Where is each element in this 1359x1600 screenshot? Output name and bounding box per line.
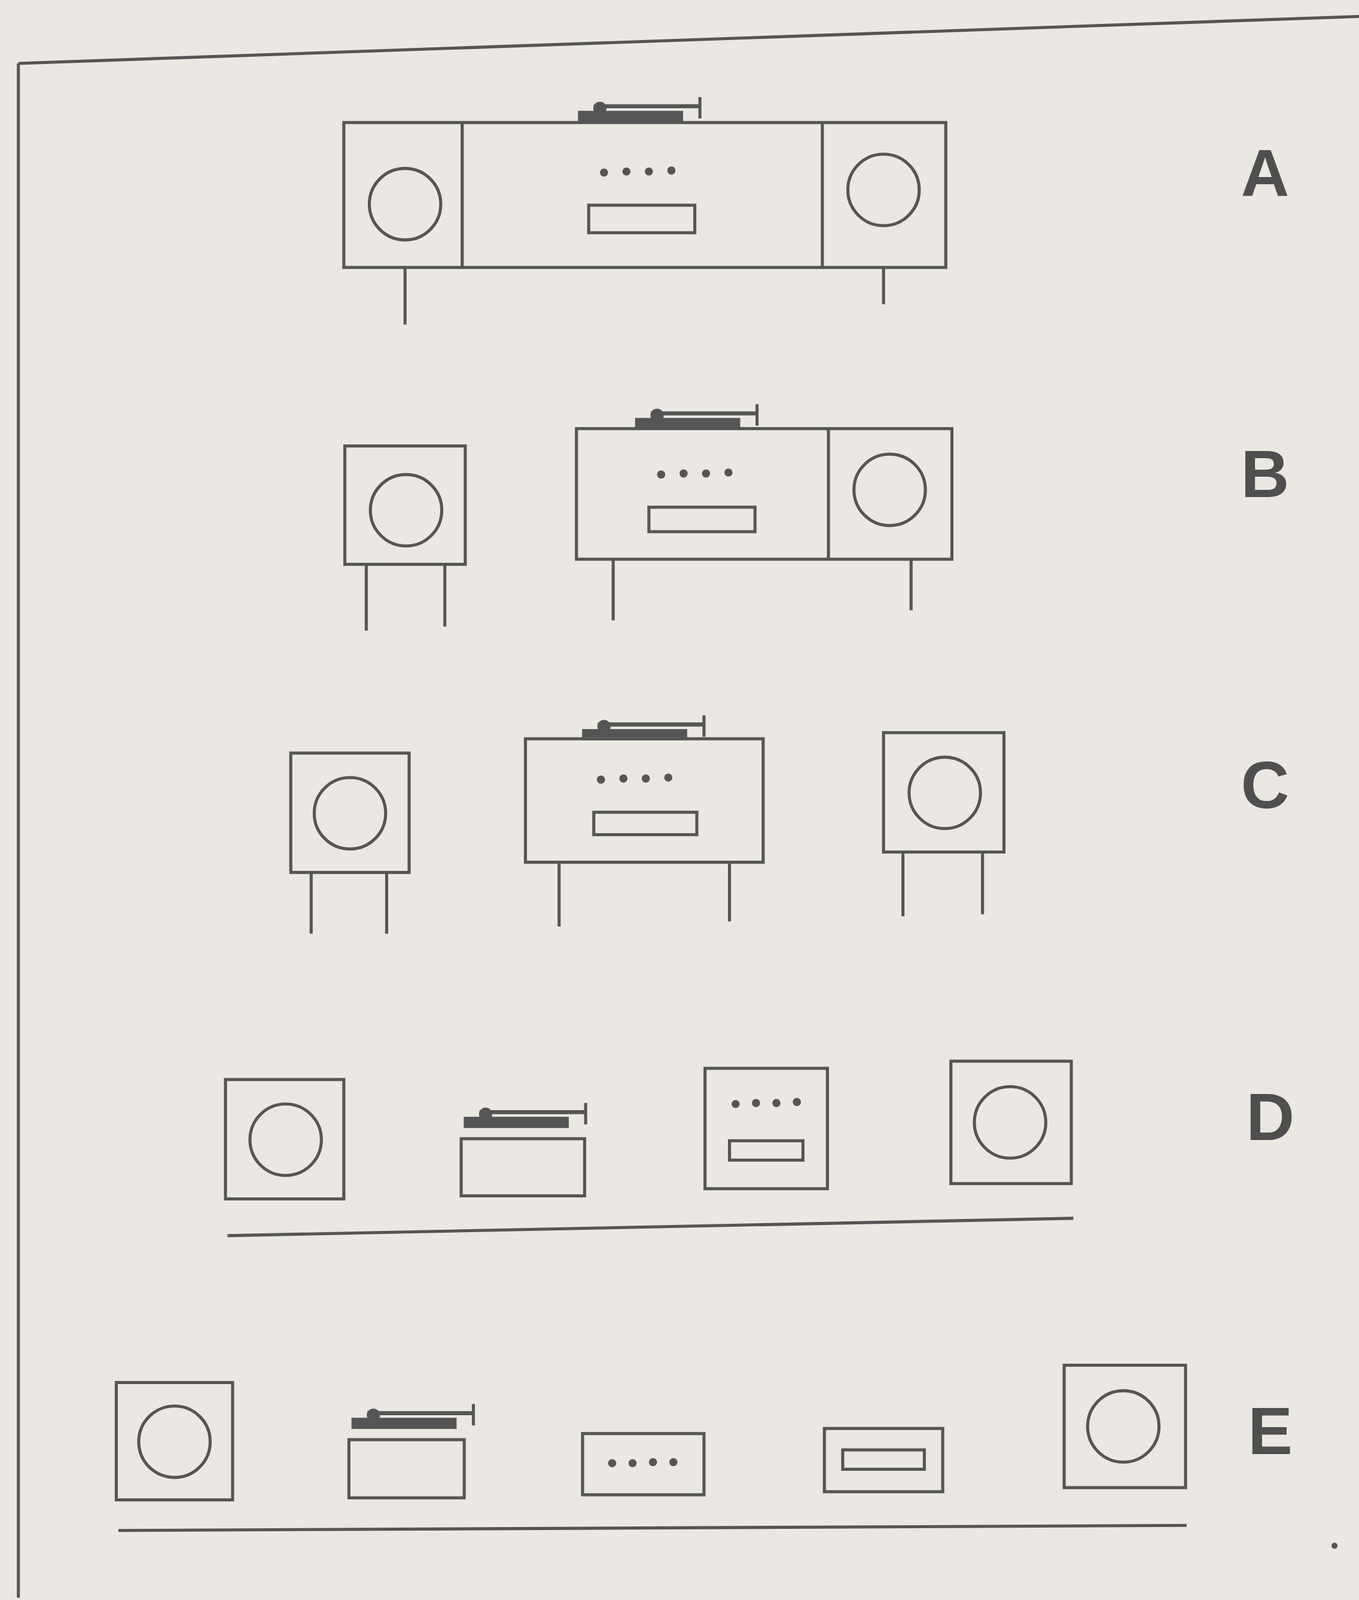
frame-line bbox=[16, 63, 20, 1598]
console-a bbox=[343, 96, 946, 325]
row-letter: D bbox=[1245, 1083, 1295, 1151]
console-c bbox=[290, 715, 1004, 934]
console-b bbox=[345, 404, 953, 632]
row-letter: E bbox=[1247, 1397, 1293, 1465]
row-letter: C bbox=[1241, 751, 1290, 819]
speck bbox=[1331, 1542, 1338, 1549]
row-letter: B bbox=[1241, 440, 1290, 508]
frame-line bbox=[18, 16, 1359, 64]
components-e bbox=[116, 1364, 1187, 1531]
row-letter: A bbox=[1241, 139, 1290, 207]
components-d bbox=[225, 1061, 1074, 1236]
